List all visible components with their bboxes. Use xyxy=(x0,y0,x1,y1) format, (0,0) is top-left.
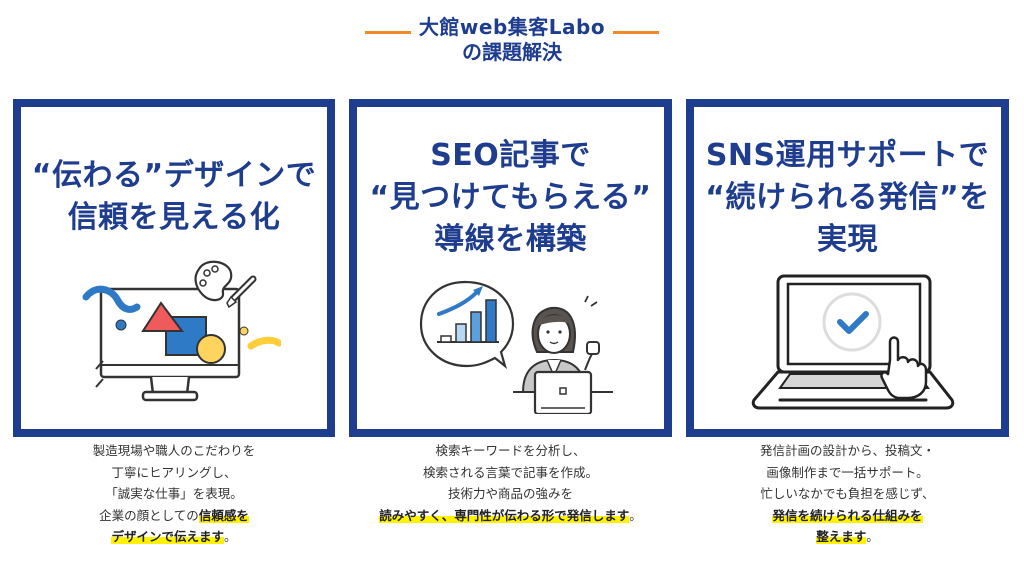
heading-left-divider xyxy=(364,30,411,34)
heading-subtitle: の課題解決 xyxy=(462,40,562,64)
card-sns: SNS運用サポートで “続けられる発信”を 実現 xyxy=(686,99,1009,437)
card-sns-title: SNS運用サポートで “続けられる発信”を 実現 xyxy=(705,138,990,257)
card-design-description: 製造現場や職人のこだわりを 丁寧にヒアリングし、 「誠実な仕事」を表現。 企業の… xyxy=(92,443,256,544)
card-design-title: “伝わる”デザインで 信頼を見える化 xyxy=(31,158,317,235)
highlight-text: 発信を続けられる仕組みを xyxy=(772,507,923,523)
highlight-text: デザインで伝えます xyxy=(111,529,224,544)
card-seo-title: SEO記事で “見つけてもらえる” 導線を構築 xyxy=(369,138,652,257)
laptop-with-checkmark-and-hand-icon xyxy=(751,274,955,410)
woman-with-laptop-and-growth-chart-icon xyxy=(419,280,613,414)
highlight-text: 信頼感を xyxy=(198,507,249,523)
monitor-with-shapes-and-palette-icon xyxy=(82,260,281,402)
card-seo: SEO記事で “見つけてもらえる” 導線を構築 xyxy=(349,99,672,437)
heading-right-divider xyxy=(613,30,660,34)
card-sns-description: 発信計画の設計から、投稿文・ 画像制作まで一括サポート。 忙しいなかでも負担を感… xyxy=(759,443,935,544)
card-seo-description: 検索キーワードを分析し、 検索される言葉で記事を作成。 技術力や商品の強みを 読… xyxy=(379,443,642,523)
section-heading: 大館web集客Labo の課題解決 xyxy=(0,14,1024,64)
highlight-text: 整えます xyxy=(816,529,867,544)
highlight-text: 読みやすく、専門性が伝わる形で発信します xyxy=(379,507,630,523)
card-design: “伝わる”デザインで 信頼を見える化 xyxy=(13,99,335,437)
heading-title: 大館web集客Labo xyxy=(418,15,606,39)
